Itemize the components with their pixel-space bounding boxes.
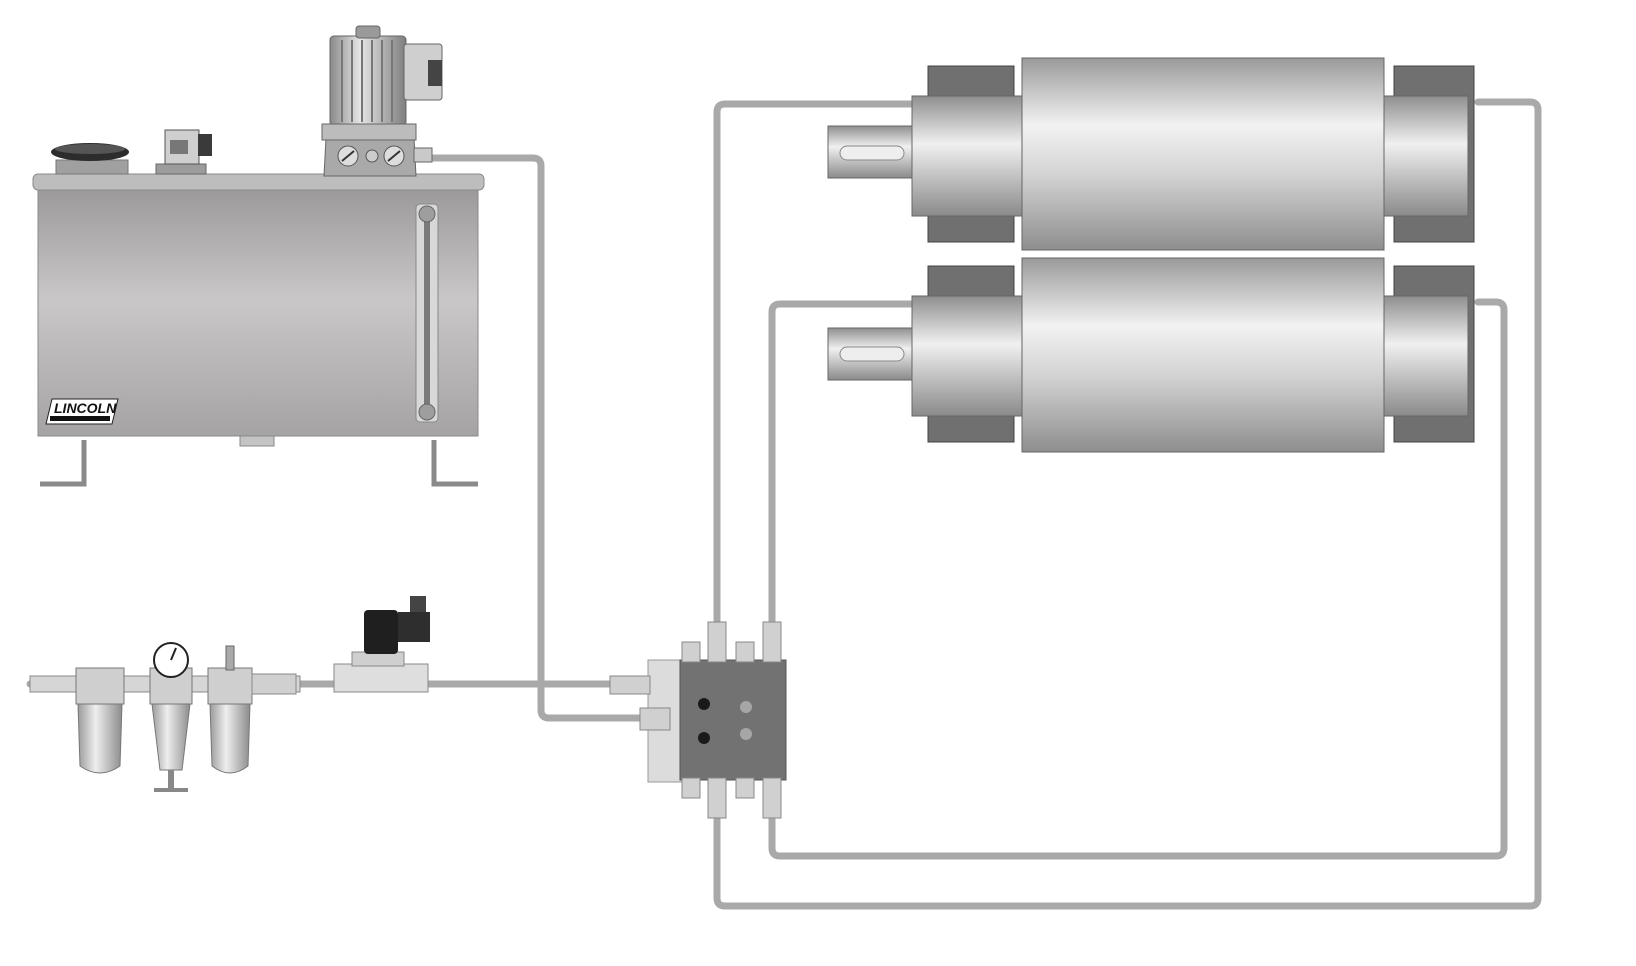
- oil-tank-unit: LINCOLN: [32, 129, 485, 487]
- lincoln-logo: LINCOLN: [45, 398, 119, 425]
- outlet-fitting: [707, 777, 727, 819]
- shaft-keyway: [839, 145, 905, 161]
- valve-body: [333, 663, 429, 693]
- oil-air-distributor: [609, 621, 787, 819]
- outlet-fitting: [762, 777, 782, 819]
- pressure-gauge: [153, 642, 189, 678]
- air-coupling: [251, 673, 297, 695]
- tank-leg-left: [40, 440, 87, 487]
- pressure-regulator: [149, 667, 193, 792]
- bearing-left: [911, 95, 1023, 217]
- sight-glass: [415, 203, 439, 423]
- oil-supply-line: [426, 154, 644, 722]
- bearing-right: [1383, 95, 1469, 217]
- level-switch-connector: [155, 129, 212, 175]
- solenoid-valve: [333, 596, 430, 693]
- solenoid-coil: [364, 610, 398, 654]
- brand-logo-text: LINCOLN: [54, 400, 117, 416]
- tank-lid: [32, 173, 485, 191]
- line-lower-right-bearing: [768, 298, 1508, 860]
- distributor-block: [679, 659, 787, 781]
- outlet-fitting: [681, 641, 701, 663]
- air-service-unit: [29, 642, 301, 792]
- line-upper-right-bearing: [713, 98, 1542, 910]
- pump-outlet-fitting: [413, 147, 433, 163]
- outlet-fitting: [681, 777, 701, 799]
- outlet-port: [698, 732, 710, 744]
- lower-roller: [827, 257, 1475, 453]
- bearing-right: [1383, 295, 1469, 417]
- oil-inlet-fitting: [639, 707, 671, 731]
- upper-roller: [827, 57, 1475, 251]
- shaft-keyway: [839, 346, 905, 362]
- line-lower-left-bearing: [768, 300, 919, 626]
- outlet-fitting: [707, 621, 727, 663]
- roller-body: [1021, 57, 1385, 251]
- air-filter-bowl: [75, 667, 125, 774]
- outlet-fitting: [735, 641, 755, 663]
- outlet-port: [740, 728, 752, 740]
- tank-leg-right: [431, 440, 478, 487]
- outlet-fitting: [735, 777, 755, 799]
- outlet-fitting: [762, 621, 782, 663]
- outlet-port: [698, 698, 710, 710]
- air-inlet-fitting: [609, 675, 651, 695]
- line-upper-left-bearing: [713, 100, 919, 626]
- bearing-left: [911, 295, 1023, 417]
- outlet-port: [740, 701, 752, 713]
- pump-motor: [321, 25, 443, 177]
- tank-body: [37, 187, 479, 437]
- filler-cap: [51, 143, 129, 175]
- roller-body: [1021, 257, 1385, 453]
- lubricator-bowl: [207, 645, 253, 774]
